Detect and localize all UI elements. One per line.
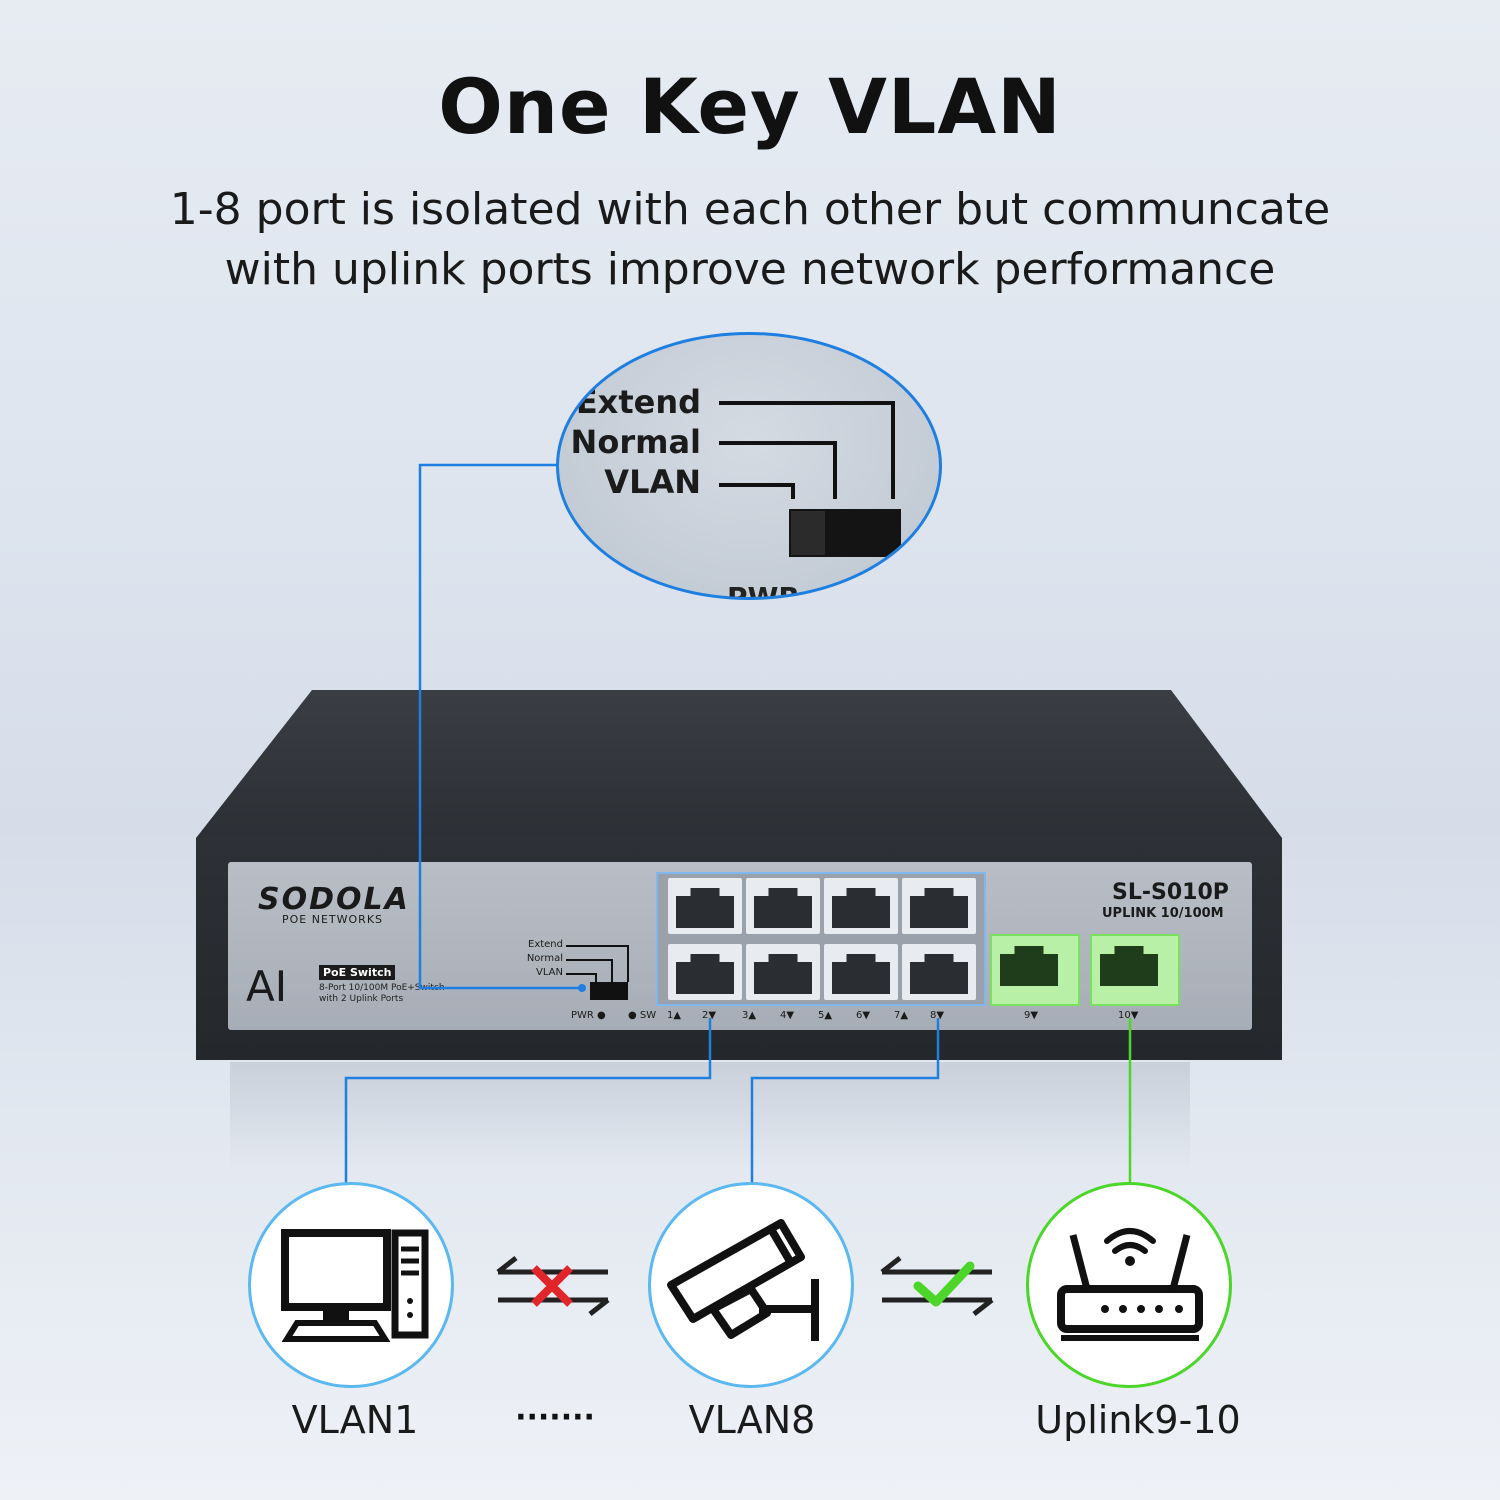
- subtitle-line-1: 1-8 port is isolated with each other but…: [169, 184, 1331, 235]
- ai-logo: AI: [246, 962, 288, 1011]
- subtitle: 1-8 port is isolated with each other but…: [0, 180, 1500, 300]
- sw-indicator-label: ● SW: [628, 1010, 657, 1021]
- port-label-5: 5▲: [818, 1010, 833, 1021]
- port-label-9: 9▼: [1024, 1010, 1039, 1021]
- poe-description: 8-Port 10/100M PoE+Switch with 2 Uplink …: [319, 983, 445, 1005]
- port-8[interactable]: [902, 944, 976, 1000]
- security-camera-icon: [667, 1219, 819, 1341]
- port-2[interactable]: [668, 944, 742, 1000]
- page-title: One Key VLAN: [438, 62, 1062, 151]
- port-7[interactable]: [902, 878, 976, 934]
- subtitle-line-2: with uplink ports improve network perfor…: [224, 244, 1276, 295]
- vlan1-caption: VLAN1: [291, 1398, 419, 1442]
- port-label-4: 4▼: [780, 1010, 795, 1021]
- zoom-switch-lines: [719, 401, 901, 557]
- mini-normal-label: Normal: [526, 953, 563, 964]
- uplink-circle: [1026, 1182, 1232, 1388]
- brand-logo: SODOLA: [258, 882, 410, 917]
- mini-extend-label: Extend: [528, 939, 563, 950]
- router-icon: [1057, 1228, 1203, 1341]
- uplink-port-9[interactable]: [990, 934, 1080, 1006]
- poe-description-line-2: with 2 Uplink Ports: [319, 994, 404, 1004]
- port-label-10: 10▼: [1118, 1010, 1139, 1021]
- uplink-title: UPLINK 10/100M: [1102, 906, 1224, 921]
- blocked-link-icon: [496, 1256, 610, 1316]
- port-4[interactable]: [746, 944, 820, 1000]
- uplink-caption: Uplink9-10: [1035, 1398, 1241, 1442]
- model-number: SL-S010P: [1112, 880, 1229, 905]
- zoom-extend-label: Extend: [575, 383, 701, 421]
- zoom-vlan-label: VLAN: [604, 463, 701, 501]
- zoom-normal-label: Normal: [570, 423, 701, 461]
- port-label-2: 2▼: [702, 1010, 717, 1021]
- mode-switch[interactable]: [590, 982, 628, 1000]
- port-label-8: 8▼: [930, 1010, 945, 1021]
- switch-top: [196, 690, 1282, 838]
- vlan8-caption: VLAN8: [688, 1398, 816, 1442]
- pwr-indicator-label: PWR ●: [571, 1010, 606, 1021]
- mini-vlan-label: VLAN: [536, 967, 563, 978]
- computer-icon: [281, 1229, 429, 1342]
- port-label-6: 6▼: [856, 1010, 871, 1021]
- port-label-3: 3▲: [742, 1010, 757, 1021]
- brand-subtitle: POE NETWORKS: [282, 913, 384, 926]
- port-5[interactable]: [824, 878, 898, 934]
- vlan8-circle: [648, 1182, 854, 1388]
- mini-switch-lines: [566, 945, 629, 982]
- poe-badge: PoE Switch: [319, 965, 396, 980]
- mode-switch-zoom: Extend Normal VLAN PWR: [556, 332, 942, 600]
- port-1[interactable]: [668, 878, 742, 934]
- vlan1-circle: [248, 1182, 454, 1388]
- ellipsis-dots: ·······: [515, 1400, 595, 1435]
- port-3[interactable]: [746, 878, 820, 934]
- switch-reflection: [230, 1062, 1190, 1172]
- zoom-pwr-label: PWR: [727, 581, 800, 600]
- poe-port-block: [656, 872, 986, 1006]
- allowed-link-icon: [880, 1256, 994, 1316]
- port-label-1: 1▲: [667, 1010, 682, 1021]
- poe-description-line-1: 8-Port 10/100M PoE+Switch: [319, 983, 445, 993]
- port-6[interactable]: [824, 944, 898, 1000]
- port-label-7: 7▲: [894, 1010, 909, 1021]
- uplink-port-10[interactable]: [1090, 934, 1180, 1006]
